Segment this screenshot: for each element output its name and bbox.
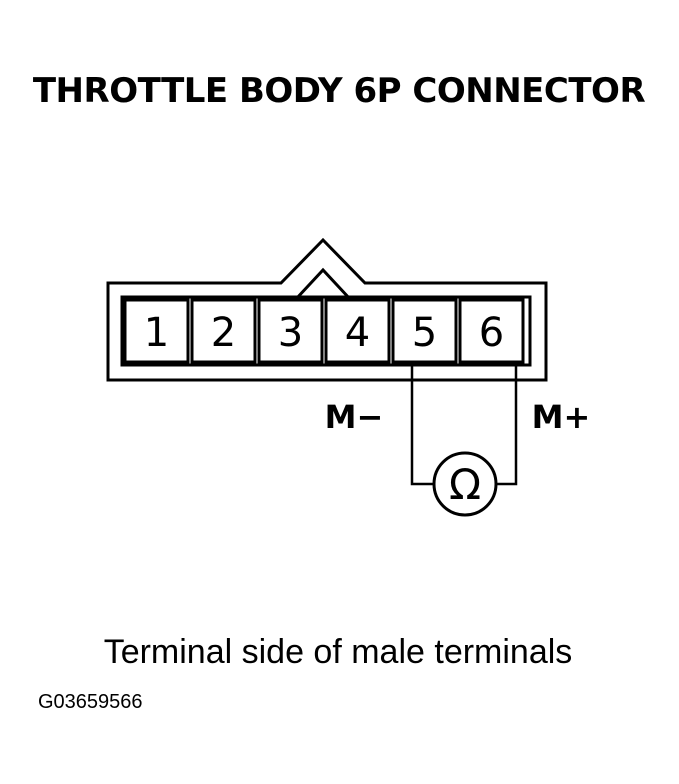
pin-cell-3 bbox=[257, 298, 324, 364]
pin-cell-2 bbox=[190, 298, 257, 364]
ohm-symbol: Ω bbox=[449, 460, 481, 509]
connector-housing bbox=[106, 237, 548, 382]
positive-probe-wire bbox=[496, 365, 518, 486]
ohmmeter-icon bbox=[432, 451, 498, 517]
connector-inner-frame bbox=[120, 295, 532, 367]
connector-outer-shell bbox=[106, 237, 548, 382]
pin-cell-6 bbox=[458, 298, 525, 364]
figure-id: G03659566 bbox=[38, 691, 143, 713]
negative-probe-wire bbox=[410, 365, 434, 486]
negative-probe-label: M− bbox=[325, 398, 384, 436]
pin-label-4: 4 bbox=[345, 310, 370, 356]
pin-label-2: 2 bbox=[211, 310, 236, 356]
diagram-caption: Terminal side of male terminals bbox=[104, 633, 573, 671]
pin-cell-4 bbox=[324, 298, 391, 364]
pin-label-1: 1 bbox=[144, 310, 169, 356]
pin-label-5: 5 bbox=[412, 310, 437, 356]
positive-probe-label: M+ bbox=[532, 398, 591, 436]
pin-label-6: 6 bbox=[479, 310, 504, 356]
ohmmeter: Ω bbox=[432, 451, 498, 517]
connector-lock-tab bbox=[294, 267, 352, 301]
pin-label-3: 3 bbox=[278, 310, 303, 356]
pin-cell-1 bbox=[123, 298, 190, 364]
diagram-title: THROTTLE BODY 6P CONNECTOR bbox=[33, 71, 646, 111]
probe-wiring bbox=[410, 365, 518, 486]
pin-cell-5 bbox=[391, 298, 458, 364]
